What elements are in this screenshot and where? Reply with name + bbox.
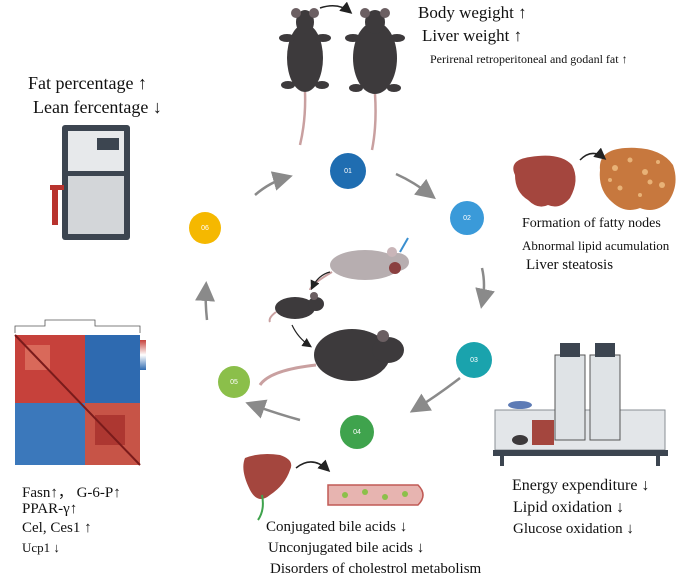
step-badge-06: 06 <box>189 212 221 244</box>
lipid-accumulation-text: Abnormal lipid acumulation <box>522 238 670 253</box>
fatty-nodes-text: Formation of fatty nodes <box>522 216 661 231</box>
step-badge-01: 01 <box>330 153 366 189</box>
liver-weight-text: Liver weight ↑ <box>422 26 523 45</box>
glucose-oxidation-text: Glucose oxidation ↓ <box>513 521 634 537</box>
top-mice-illustration <box>279 1 405 151</box>
gene-ppar-text: PPAR-γ↑ <box>22 501 78 517</box>
cholesterol-text: Disorders of cholestrol metabolism <box>270 561 482 577</box>
liver-illustration <box>513 147 676 210</box>
step-badge-02: 02 <box>450 201 484 235</box>
step-badge-05: 05 <box>218 366 250 398</box>
lipid-oxidation-text: Lipid oxidation ↓ <box>513 499 625 516</box>
body-weight-text: Body wegight ↑ <box>418 3 527 22</box>
center-mice-illustration <box>258 237 409 386</box>
lean-percentage-text: Lean fercentage ↓ <box>33 97 162 117</box>
liver-steatosis-text: Liver steatosis <box>526 257 614 273</box>
respirometry-illustration <box>493 343 668 466</box>
heatmap-illustration <box>14 319 146 466</box>
fat-text: Perirenal retroperitoneal and godanl fat… <box>430 52 628 66</box>
step-badge-04: 04 <box>340 415 374 449</box>
bile-illustration <box>243 454 424 521</box>
body-composition-machine <box>50 125 130 240</box>
step-badge-03: 03 <box>456 342 492 378</box>
unconjugated-bile-text: Unconjugated bile acids ↓ <box>268 540 425 556</box>
gene-ucp1-text: Ucp1 ↓ <box>22 540 60 555</box>
fat-percentage-text: Fat percentage ↑ <box>28 73 147 93</box>
cycle-arrows <box>195 171 495 422</box>
energy-expenditure-text: Energy expenditure ↓ <box>512 477 650 494</box>
conjugated-bile-text: Conjugated bile acids ↓ <box>266 519 408 535</box>
gene-fasn-text: Fasn↑， G-6-P↑ <box>22 485 121 501</box>
gene-cel-text: Cel, Ces1 ↑ <box>22 520 92 536</box>
